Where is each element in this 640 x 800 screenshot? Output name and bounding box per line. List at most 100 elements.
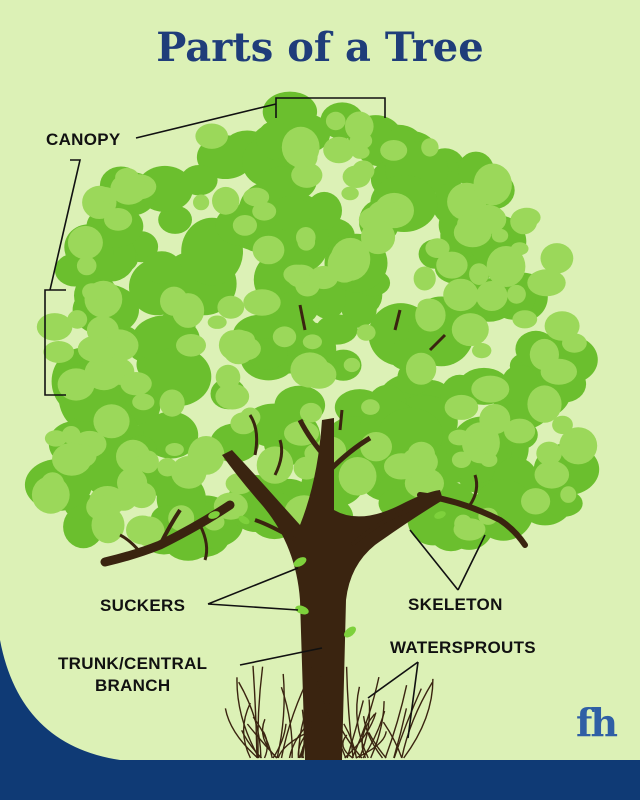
leaf-cluster — [451, 451, 472, 468]
leaf-cluster — [290, 352, 330, 388]
trunk-leader-line — [239, 647, 323, 666]
watersprout-twigs — [224, 665, 434, 759]
leaf-cluster — [544, 311, 580, 341]
leaf-cluster — [215, 383, 250, 410]
leaf-cluster — [338, 457, 377, 496]
leaf-cluster — [270, 196, 311, 231]
leaf-cluster — [132, 393, 155, 411]
twig — [362, 716, 384, 759]
leaf-cluster — [215, 364, 241, 390]
leaf-cluster — [67, 310, 88, 329]
twig — [257, 666, 264, 759]
leaf-cluster — [217, 295, 245, 319]
twig — [370, 701, 385, 759]
twig — [272, 723, 287, 759]
leaf-cluster — [86, 494, 111, 520]
canopy-top-bracket — [275, 97, 386, 118]
leaf-cluster — [560, 486, 577, 503]
skeleton-leader-lines — [409, 529, 486, 591]
canopy-side-bracket — [44, 289, 66, 396]
leaf-cluster — [325, 111, 346, 131]
leaf-cluster — [451, 313, 489, 347]
leaf-cluster — [82, 283, 103, 301]
leaf-cluster — [222, 329, 256, 365]
leaf-cluster — [457, 214, 477, 234]
leaf-cluster — [93, 404, 130, 439]
leaf-cluster — [160, 286, 188, 316]
leaf-cluster — [425, 238, 450, 258]
leader-lines — [44, 97, 486, 739]
leaf-cluster — [356, 324, 376, 341]
twig — [342, 734, 354, 759]
twig — [241, 730, 263, 759]
leaf-cluster — [507, 284, 526, 304]
twig — [362, 710, 386, 759]
leaf-cluster — [315, 314, 358, 345]
leaf-cluster — [480, 453, 498, 467]
leaf-cluster — [306, 191, 343, 230]
leaf-cluster — [454, 514, 473, 533]
leaf-cluster — [476, 281, 508, 311]
page-title: Parts of a Tree — [156, 24, 484, 71]
twig — [351, 676, 380, 759]
leaf-cluster — [448, 429, 471, 446]
leaf-cluster — [43, 341, 74, 363]
leaf-cluster — [443, 278, 479, 312]
twig — [401, 682, 433, 759]
leaf-cluster — [243, 289, 281, 316]
sucker-leaves — [208, 511, 446, 638]
leaf-cluster — [302, 334, 322, 350]
leaf-cluster — [283, 264, 310, 285]
leaf-cluster — [327, 245, 362, 283]
leaf-cluster — [159, 389, 185, 417]
leaf-cluster — [168, 505, 195, 532]
leaf-cluster — [77, 335, 117, 363]
leaf-cluster — [291, 162, 323, 188]
leaf-cluster — [421, 138, 439, 157]
leaf-cluster — [193, 194, 210, 211]
leaf-cluster — [158, 205, 193, 234]
leaf-cluster — [51, 442, 92, 476]
leaf-cluster — [503, 418, 536, 444]
watersprouts-leader-lines — [367, 661, 419, 739]
leaf-cluster — [360, 432, 392, 462]
leaf-cluster — [473, 479, 534, 541]
twig — [382, 721, 403, 759]
leaf-cluster — [529, 338, 560, 371]
leaf-cluster — [469, 263, 489, 285]
leaf-cluster — [180, 165, 218, 196]
leaf-cluster — [540, 243, 574, 274]
leaf-cluster — [527, 269, 566, 297]
leaf-cluster — [501, 365, 539, 402]
label-trunk: TRUNK/CENTRAL BRANCH — [58, 653, 207, 697]
suckers-leader-lines — [207, 567, 299, 611]
leaf-cluster — [120, 372, 152, 396]
canopy-foliage — [24, 91, 600, 561]
leaf-cluster — [281, 126, 320, 168]
twig — [403, 678, 434, 759]
leaf-cluster — [309, 280, 346, 319]
twig — [358, 699, 371, 759]
leaf-cluster — [345, 111, 374, 141]
leaf-cluster — [491, 228, 509, 243]
leaf-cluster — [212, 186, 240, 215]
leaf-cluster — [351, 145, 370, 159]
leaf-cluster — [126, 515, 159, 545]
leaf-cluster — [512, 310, 538, 329]
canopy-side-leader-line — [49, 159, 82, 291]
leaf-cluster — [521, 488, 551, 515]
leaf-cluster — [157, 457, 178, 477]
label-trunk-line2: BRANCH — [94, 676, 171, 695]
twig — [252, 665, 258, 759]
twig — [356, 686, 369, 759]
leaf-cluster — [195, 123, 228, 149]
label-suckers: SUCKERS — [100, 596, 186, 615]
twig — [327, 696, 363, 759]
canopy-leader-line — [135, 103, 277, 139]
leaf-cluster — [232, 215, 257, 236]
navy-ground-band — [0, 640, 640, 800]
leaf-cluster — [323, 136, 355, 164]
brand-logo: fh — [576, 700, 618, 745]
twig — [276, 673, 285, 759]
